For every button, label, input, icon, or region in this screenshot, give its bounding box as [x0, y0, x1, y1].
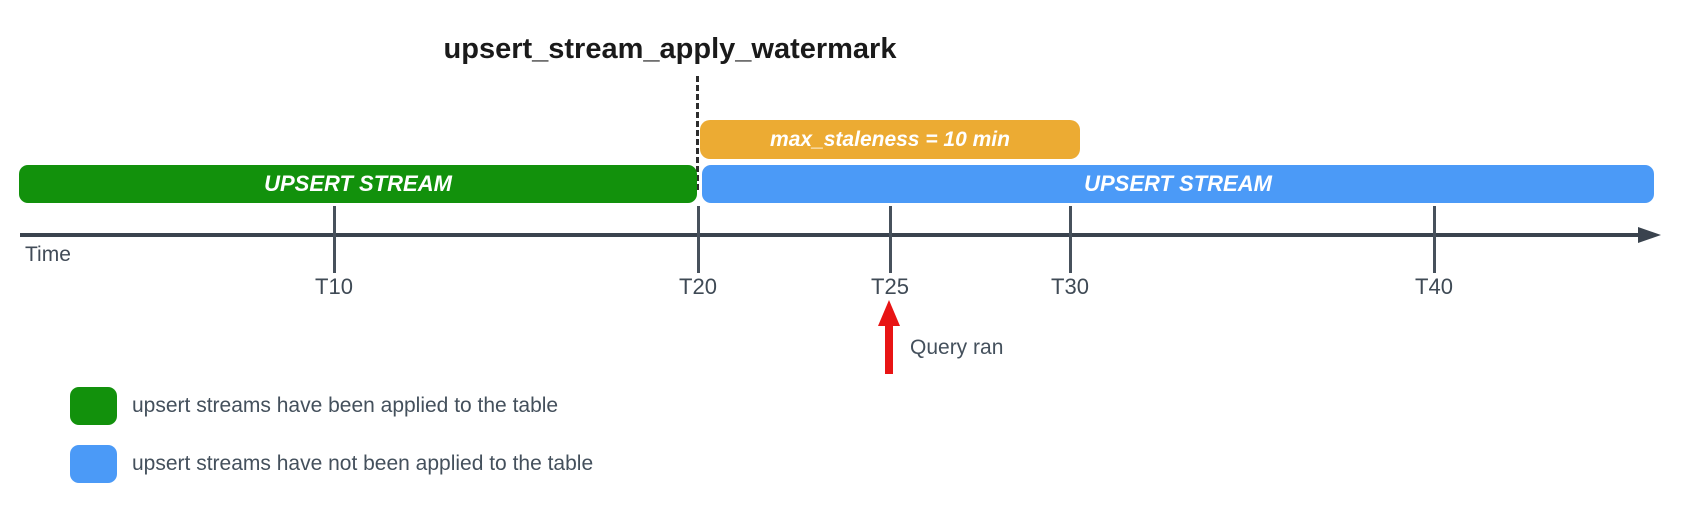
upsert-stream-applied-bar: UPSERT STREAM — [19, 165, 697, 203]
legend-swatch-green — [70, 387, 117, 425]
upsert-stream-applied-bar-label: UPSERT STREAM — [264, 171, 452, 196]
max-staleness-bar: max_staleness = 10 min — [700, 120, 1080, 159]
time-axis-label: Time — [25, 243, 71, 266]
diagram-title: upsert_stream_apply_watermark — [443, 33, 897, 65]
tick-label-t30: T30 — [1051, 274, 1089, 299]
tick-t40 — [1433, 206, 1436, 273]
upsert-stream-pending-bar: UPSERT STREAM — [702, 165, 1654, 203]
upsert-stream-pending-bar-label: UPSERT STREAM — [1084, 171, 1272, 196]
query-ran-label: Query ran — [910, 336, 1004, 359]
tick-t30 — [1069, 206, 1072, 273]
query-ran-arrow-shaft — [885, 323, 893, 374]
query-ran-arrow-icon — [878, 300, 900, 326]
tick-t25 — [889, 206, 892, 273]
tick-label-t10: T10 — [315, 274, 353, 299]
max-staleness-bar-label: max_staleness = 10 min — [770, 127, 1010, 151]
legend-label-applied: upsert streams have been applied to the … — [132, 394, 559, 417]
tick-t20 — [697, 206, 700, 273]
tick-label-t25: T25 — [871, 274, 909, 299]
tick-label-t40: T40 — [1415, 274, 1453, 299]
legend-swatch-blue — [70, 445, 117, 483]
legend-item-applied: upsert streams have been applied to the … — [70, 387, 558, 425]
tick-label-t20: T20 — [679, 274, 717, 299]
time-axis-arrowhead-icon — [1638, 227, 1661, 243]
legend-item-not-applied: upsert streams have not been applied to … — [70, 445, 593, 483]
time-axis-line — [20, 233, 1640, 237]
tick-t10 — [333, 206, 336, 273]
watermark-dashed-line — [696, 76, 699, 190]
legend-label-not-applied: upsert streams have not been applied to … — [132, 452, 594, 475]
